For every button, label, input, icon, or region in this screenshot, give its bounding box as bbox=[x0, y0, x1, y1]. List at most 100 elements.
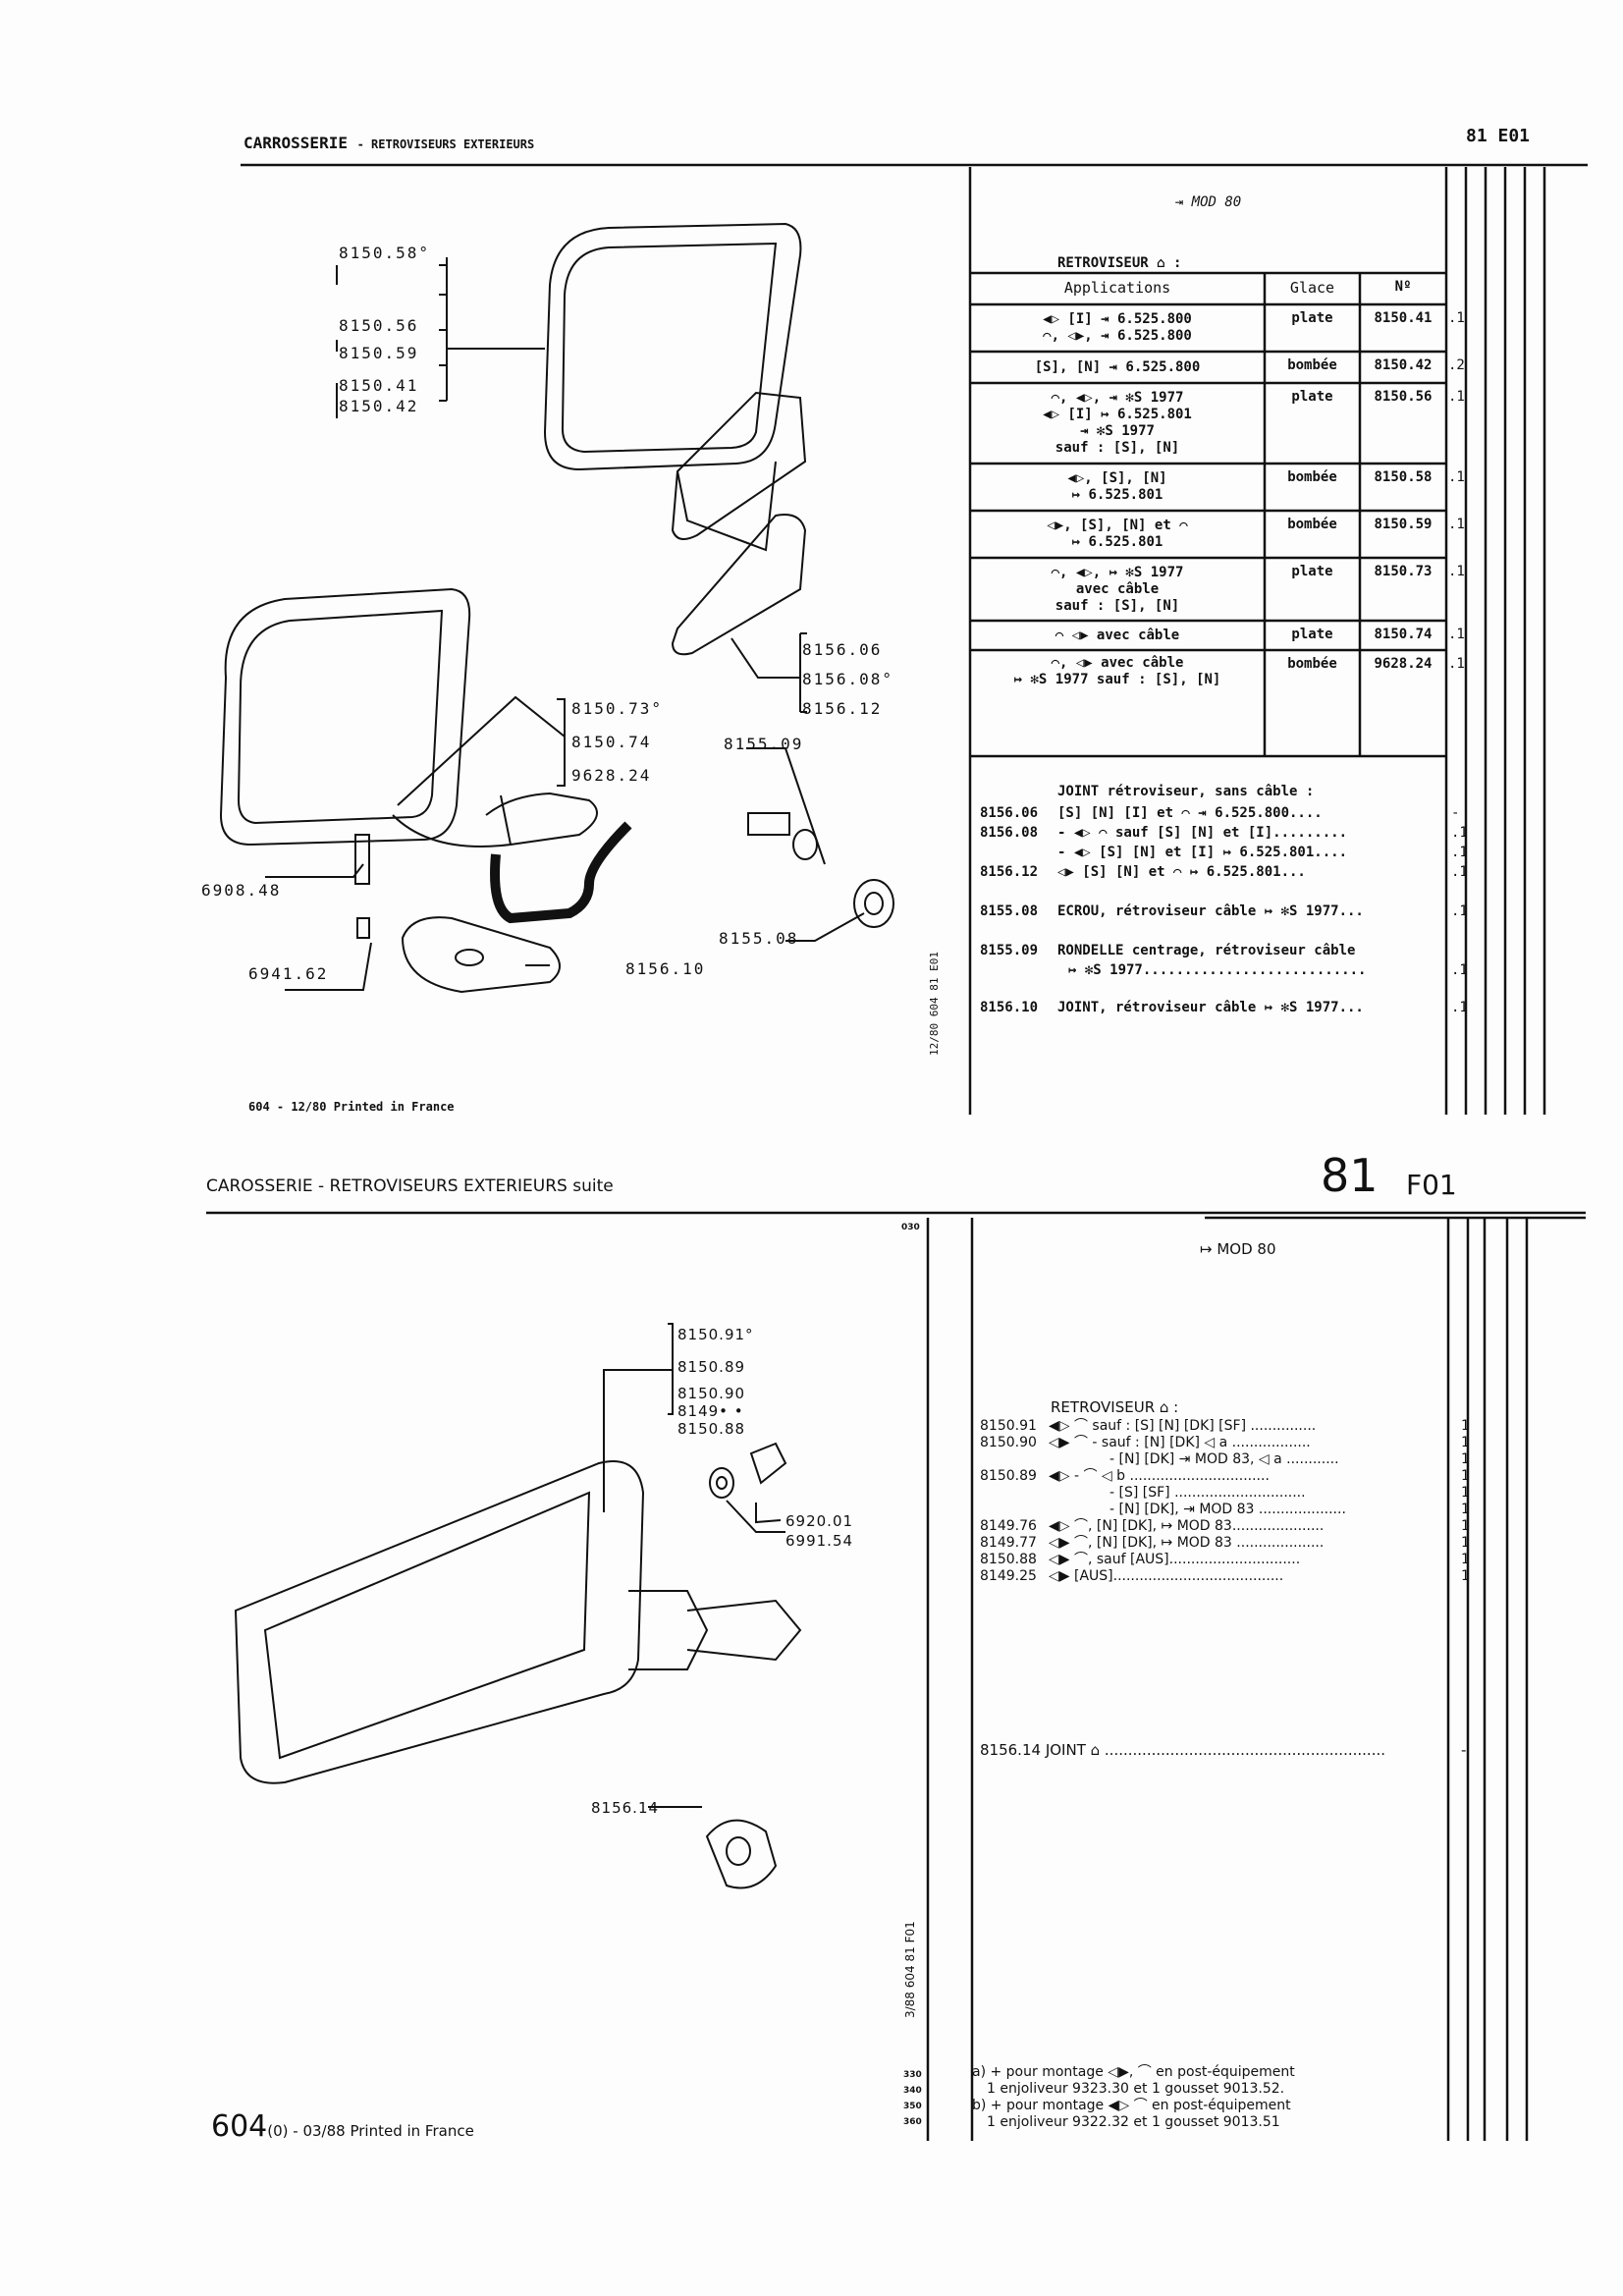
callout-label: 8150.90 bbox=[677, 1385, 746, 1402]
part-number-cell: 9628.24 bbox=[1374, 656, 1433, 672]
callout-label: 8149• • bbox=[677, 1402, 744, 1420]
application-line: avec câble bbox=[1075, 580, 1160, 597]
line-text: [S] [N] [I] et ⌒ ⇥ 6.525.800.... bbox=[1057, 805, 1323, 821]
part-number-cell: 8150.73 bbox=[1374, 564, 1433, 579]
line-ref: 8149.25 bbox=[980, 1568, 1037, 1584]
line-text: ◁▶ ⌒ - sauf : [N] [DK] ◁ a .............… bbox=[1049, 1435, 1311, 1450]
glace-cell: bombée bbox=[1287, 469, 1337, 485]
line-qty: 1 bbox=[1461, 1535, 1470, 1551]
part-number-cell: 8150.42 bbox=[1374, 357, 1433, 373]
line-ref: 8156.08 bbox=[980, 825, 1039, 841]
callout-label: 8156.12 bbox=[802, 699, 883, 718]
glace-cell: plate bbox=[1291, 564, 1333, 579]
callout-label: 8150.73° bbox=[571, 699, 664, 718]
mod-label-bottom: ↦ MOD 80 bbox=[1200, 1240, 1276, 1258]
line-text: ◀▷ ⌒ sauf : [S] [N] [DK] [SF] ..........… bbox=[1049, 1418, 1317, 1434]
application-line: [S], [N] ⇥ 6.525.800 bbox=[1034, 358, 1201, 375]
part-number-cell: 8150.56 bbox=[1374, 389, 1433, 405]
line-qty: .1 bbox=[1451, 864, 1468, 880]
page-code-bottom: F01 bbox=[1406, 1169, 1457, 1201]
callout-label: 9628.24 bbox=[571, 766, 652, 785]
part-number-cell: 8150.74 bbox=[1374, 627, 1433, 642]
line-text: JOINT, rétroviseur câble ↦ ✻S 1977... bbox=[1057, 1000, 1364, 1015]
line-qty: 1 bbox=[1461, 1485, 1470, 1501]
line-text: ↦ ✻S 1977........................... bbox=[1068, 962, 1367, 978]
application-line: ⌒ ◁▶ avec câble bbox=[1055, 627, 1180, 643]
qty-cell: .1 bbox=[1448, 656, 1465, 672]
part-number-cell: 8150.59 bbox=[1374, 517, 1433, 532]
application-line: ◀▷ [I] ⇥ 6.525.800 bbox=[1043, 311, 1192, 327]
application-line: ◀▷, [S], [N] bbox=[1067, 470, 1167, 486]
callout-label: 8150.56 bbox=[339, 316, 419, 335]
application-line: ⌒, ◁▶ avec câble bbox=[1051, 654, 1184, 671]
callout-label: 8150.42 bbox=[339, 397, 419, 415]
qty-cell: .1 bbox=[1448, 627, 1465, 642]
callout-label: 8150.91° bbox=[677, 1326, 754, 1343]
margin-number: 340 bbox=[903, 2086, 922, 2096]
glace-cell: bombée bbox=[1287, 656, 1337, 672]
line-ref: 8156.10 bbox=[980, 1000, 1039, 1015]
glace-cell: plate bbox=[1291, 627, 1333, 642]
callout-label: 8155.09 bbox=[724, 735, 804, 753]
callout-label: 8150.59 bbox=[339, 344, 419, 362]
application-line: ↦ ✻S 1977 sauf : [S], [N] bbox=[1013, 671, 1221, 687]
callout-label: 6941.62 bbox=[248, 964, 329, 983]
line-text: ECROU, rétroviseur câble ↦ ✻S 1977... bbox=[1057, 903, 1364, 919]
line-qty: .1 bbox=[1451, 962, 1468, 978]
callout-label: 6991.54 bbox=[785, 1532, 854, 1550]
qty-cell: .2 bbox=[1448, 357, 1465, 373]
line-text: - [N] [DK] ⇥ MOD 83, ◁ a ............ bbox=[1109, 1451, 1339, 1467]
application-line: ◁▶, [S], [N] et ⌒ bbox=[1047, 518, 1188, 533]
application-line: ◀▷ [I] ↦ 6.525.801 bbox=[1043, 407, 1192, 422]
line-ref: 8155.09 bbox=[980, 943, 1039, 958]
part-number-cell: 8150.41 bbox=[1374, 310, 1433, 326]
line-ref: 8149.76 bbox=[980, 1518, 1037, 1534]
col-applications: Applications bbox=[1063, 279, 1171, 297]
application-line: ⌒, ◁▶, ⇥ 6.525.800 bbox=[1043, 328, 1192, 344]
line-text: RONDELLE centrage, rétroviseur câble bbox=[1057, 943, 1356, 958]
line-ref: 8150.91 bbox=[980, 1418, 1037, 1434]
line-qty: 1 bbox=[1461, 1502, 1470, 1517]
callout-label: 8156.06 bbox=[802, 640, 883, 659]
mod-label: ⇥ MOD 80 bbox=[1174, 194, 1242, 210]
side-code: 12/80 604 81 E01 bbox=[928, 952, 941, 1056]
joint-qty: - bbox=[1461, 1741, 1467, 1759]
application-line: sauf : [S], [N] bbox=[1055, 440, 1180, 456]
glace-cell: bombée bbox=[1287, 517, 1337, 532]
application-line: ↦ 6.525.801 bbox=[1071, 487, 1163, 503]
footer: 604 - 12/80 Printed in France bbox=[248, 1100, 455, 1114]
margin-top-num: 030 bbox=[901, 1223, 920, 1232]
line-qty: 1 bbox=[1461, 1552, 1470, 1567]
line-qty: 1 bbox=[1461, 1435, 1470, 1450]
line-text: - ◀▷ ⌒ sauf [S] [N] et [I]......... bbox=[1057, 825, 1348, 841]
line-text: ◀▷ - ⌒ ◁ b .............................… bbox=[1049, 1468, 1270, 1484]
margin-number: 350 bbox=[903, 2102, 922, 2111]
margin-number: 330 bbox=[903, 2070, 922, 2080]
page-code: 81 E01 bbox=[1466, 126, 1531, 146]
line-text: ◁▶ [AUS]................................… bbox=[1049, 1568, 1284, 1584]
footer-bottom: 604(0) - 03/88 Printed in France bbox=[211, 2109, 474, 2144]
mirror-drawing-top bbox=[219, 222, 894, 994]
retro-title: RETROVISEUR ⌂ : bbox=[1057, 255, 1182, 271]
joint-line: 8156.14 JOINT ⌂ ........................… bbox=[980, 1741, 1385, 1759]
line-qty: .1 bbox=[1451, 1000, 1468, 1015]
line-text: ◁▶ [S] [N] et ⌒ ↦ 6.525.801... bbox=[1057, 864, 1306, 880]
line-text: - [S] [SF] .............................… bbox=[1109, 1485, 1306, 1501]
line-text: ◁▶ ⌒, sauf [AUS]........................… bbox=[1049, 1552, 1301, 1567]
qty-cell: .1 bbox=[1448, 310, 1465, 326]
section-title: CARROSSERIE - RETROVISEURS EXTERIEURS bbox=[243, 134, 535, 152]
application-line: ⌒, ◀▷, ⇥ ✻S 1977 bbox=[1051, 390, 1184, 406]
callout-label: 8150.74 bbox=[571, 733, 652, 751]
callout-label: 8155.08 bbox=[719, 929, 799, 948]
line-qty: 1 bbox=[1461, 1518, 1470, 1534]
qty-cell: .1 bbox=[1448, 564, 1465, 579]
application-line: ⇥ ✻S 1977 bbox=[1080, 423, 1155, 439]
qty-cell: .1 bbox=[1448, 517, 1465, 532]
qty-cell: .1 bbox=[1448, 469, 1465, 485]
application-line: ⌒, ◀▷, ↦ ✻S 1977 bbox=[1051, 564, 1184, 580]
callout-label: 8150.41 bbox=[339, 376, 419, 395]
footnote: 1 enjoliveur 9323.30 et 1 gousset 9013.5… bbox=[987, 2081, 1285, 2097]
line-qty: - bbox=[1451, 805, 1460, 821]
